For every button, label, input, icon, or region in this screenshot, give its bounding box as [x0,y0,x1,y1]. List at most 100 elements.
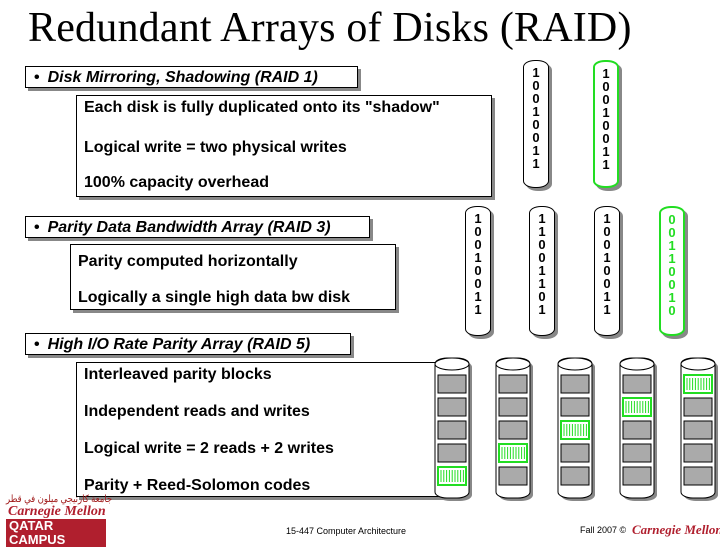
bit: 1 [603,250,611,265]
bit: 1 [602,105,610,120]
bit: 0 [602,131,610,146]
data-block [560,443,590,463]
raid3-line-2: Logically a single high data bw disk [78,289,351,306]
raid1-details: Each disk is fully duplicated onto its "… [76,95,492,197]
disk-shadow [561,361,595,501]
raid1-heading-text: Disk Mirroring, Shadowing (RAID 1) [47,69,318,86]
raid5-disk [680,357,716,499]
bit: 1 [474,250,482,265]
data-block [498,466,528,486]
raid3-disk-1: 1 0 0 1 0 0 1 1 [465,206,491,336]
course-label: 15-447 Computer Architecture [286,526,407,536]
bit: 0 [538,237,546,252]
parity-block [683,374,713,394]
raid1-line-1: Each disk is fully duplicated onto its "… [84,99,440,116]
bit: 1 [474,211,482,226]
raid5-disk [557,357,593,499]
raid5-heading-text: High I/O Rate Parity Array (RAID 5) [47,336,311,353]
raid5-heading: • High I/O Rate Parity Array (RAID 5) [25,333,351,355]
raid3-line-1: Parity computed horizontally [78,253,298,270]
raid1-disk-shadow: 1 0 0 1 0 0 1 1 [593,60,619,188]
raid3-disk-3: 1 0 0 1 0 0 1 1 [594,206,620,336]
bit: 1 [603,289,611,304]
bit: 0 [603,263,611,278]
bullet-icon: • [34,69,40,86]
bit: 1 [602,144,610,159]
cmu-wordmark: Carnegie Mellon [632,522,720,537]
bit: 0 [474,276,482,291]
bit: 1 [668,290,676,305]
data-block [622,466,652,486]
bit: 0 [602,118,610,133]
raid1-line-3: 100% capacity overhead [84,174,269,191]
data-block [683,443,713,463]
raid5-disk [619,357,655,499]
bit: 0 [532,130,540,145]
bit: 0 [603,237,611,252]
disk-shadow [499,361,533,501]
bit: 1 [532,65,540,80]
parity-block [560,420,590,440]
bullet-icon: • [34,336,40,353]
bit: 0 [532,117,540,132]
bit: 1 [603,302,611,317]
data-block [683,466,713,486]
bit: 0 [602,79,610,94]
raid5-line-1: Interleaved parity blocks [84,366,272,383]
disk-top [680,357,716,371]
raid1-disk-data: 1 0 0 1 0 0 1 1 [523,60,549,188]
bit: 1 [532,104,540,119]
data-block [622,374,652,394]
raid5-line-2: Independent reads and writes [84,403,310,420]
bit: 0 [474,224,482,239]
raid3-disk-2: 1 1 0 0 1 1 0 1 [529,206,555,336]
raid1-heading: • Disk Mirroring, Shadowing (RAID 1) [25,66,358,88]
bit: 0 [532,78,540,93]
raid3-details: Parity computed horizontally Logically a… [70,244,396,310]
bit: 1 [538,302,546,317]
bit: 1 [538,211,546,226]
parity-block [498,443,528,463]
bit: 0 [668,264,676,279]
disk-top [557,357,593,371]
bit: 0 [474,263,482,278]
bullet-icon: • [34,219,40,236]
data-block [622,420,652,440]
bit: 0 [603,224,611,239]
logo-campus: QATAR CAMPUS [6,519,106,547]
bit: 0 [668,303,676,318]
bit: 0 [668,212,676,227]
data-block [683,420,713,440]
raid3-heading: • Parity Data Bandwidth Array (RAID 3) [25,216,370,238]
data-block [498,374,528,394]
disk-shadow [684,361,718,501]
raid1-line-2: Logical write = two physical writes [84,139,347,156]
data-block [498,397,528,417]
data-block [560,374,590,394]
data-block [560,466,590,486]
raid5-line-3: Logical write = 2 reads + 2 writes [84,440,334,457]
raid5-line-4: Parity + Reed-Solomon codes [84,477,311,494]
logo-arabic-text: جامعة كارنيجي ميلون في قطر [6,494,113,505]
raid3-heading-text: Parity Data Bandwidth Array (RAID 3) [47,219,331,236]
disk-shadow [623,361,657,501]
disk-top [495,357,531,371]
bit: 1 [474,302,482,317]
bit: 0 [532,91,540,106]
bit: 1 [538,224,546,239]
bit: 0 [603,276,611,291]
bit: 1 [603,211,611,226]
data-block [498,420,528,440]
date-label: Fall 2007 © [580,525,627,535]
raid5-details: Interleaved parity blocks Independent re… [76,362,444,497]
bit: 1 [538,276,546,291]
bit: 0 [538,250,546,265]
bit: 0 [474,237,482,252]
raid3-parity-disk: 0 0 1 1 0 0 1 0 [659,206,685,336]
bit: 1 [474,289,482,304]
logo-name: Carnegie Mellon [8,504,106,519]
raid5-disk [495,357,531,499]
disk-top [619,357,655,371]
bit: 0 [668,225,676,240]
bit: 1 [538,263,546,278]
